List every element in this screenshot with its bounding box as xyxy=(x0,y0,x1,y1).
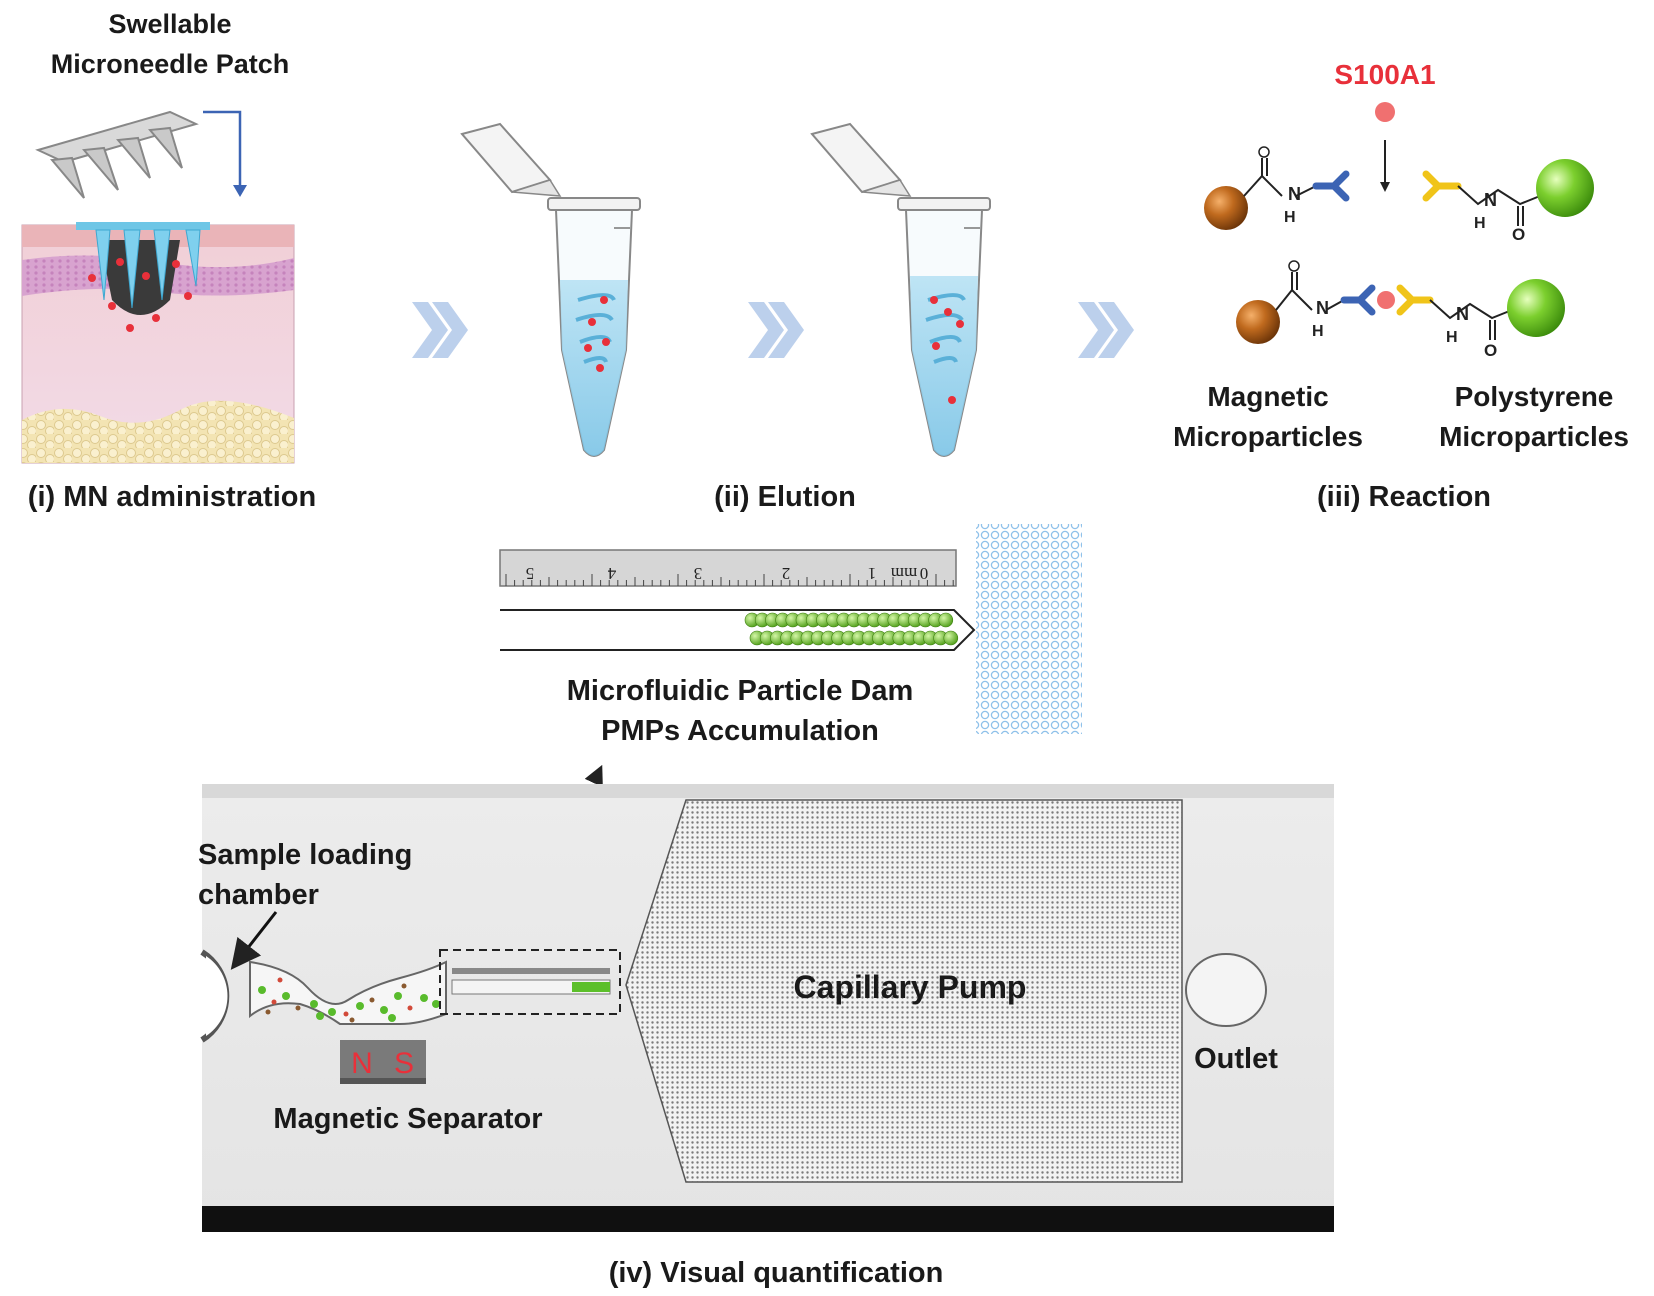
ruler-tick-1: 1 xyxy=(868,564,877,583)
flow-chevron-icon-1 xyxy=(412,302,468,358)
analyte-label: S100A1 xyxy=(1334,59,1435,90)
magnet-n-label: N xyxy=(351,1047,373,1080)
amide-h-label-1: H xyxy=(1284,209,1296,226)
accumulated-pmp-beads xyxy=(744,612,959,646)
ruler-tick-0: 0 xyxy=(920,564,929,583)
separator-label: Magnetic Separator xyxy=(273,1103,542,1135)
amine-n-label-1: N xyxy=(1484,190,1497,210)
magnetic-label-line2: Microparticles xyxy=(1173,421,1363,452)
patch-title-line1: Swellable xyxy=(108,9,231,39)
mixed-beads xyxy=(258,977,440,1023)
analyte-dot-icon xyxy=(1375,102,1395,122)
polystyrene-label-line2: Microparticles xyxy=(1439,421,1629,452)
dam-inset-box xyxy=(439,949,621,1015)
tube-icon-1 xyxy=(460,122,641,457)
step2-panel: (ii) Elution xyxy=(460,122,991,513)
magnet-s-label: S xyxy=(394,1047,414,1080)
amine-h-label-1: H xyxy=(1474,215,1486,232)
outlet-port xyxy=(1185,953,1267,1027)
step2-caption: (ii) Elution xyxy=(714,481,856,513)
microfluidic-chip: N S Capillary Pump Sample loading chambe… xyxy=(198,784,1334,1232)
sandwich-complex-icon xyxy=(1236,260,1565,344)
step3-caption: (iii) Reaction xyxy=(1317,481,1491,513)
step4-caption: (iv) Visual quantification xyxy=(609,1257,944,1289)
step3-panel: S100A1 N H N H O xyxy=(1173,59,1629,513)
tube-icon-2 xyxy=(810,122,991,457)
ruler-tick-3: 3 xyxy=(694,564,703,583)
skin-section-icon xyxy=(21,222,295,464)
sample-pointer-arrow xyxy=(230,911,278,970)
magnetic-conjugate-icon xyxy=(1204,146,1350,230)
dam-mesh xyxy=(976,524,1082,734)
sample-label-line1: Sample loading xyxy=(198,839,412,871)
amine-h-label-2: H xyxy=(1446,329,1458,346)
ruler xyxy=(499,549,957,587)
capillary-pump xyxy=(625,799,1183,1183)
flow-chevron-icon-3 xyxy=(1078,302,1134,358)
ruler-unit: mm xyxy=(891,564,917,583)
polystyrene-conjugate-icon xyxy=(1422,159,1594,226)
apply-arrow-icon xyxy=(203,110,242,188)
chip-base xyxy=(202,1206,1334,1232)
ruler-tick-4: 4 xyxy=(607,564,616,583)
amine-n-label-2: N xyxy=(1456,304,1469,324)
outlet-label: Outlet xyxy=(1194,1043,1278,1075)
amide-n-label-1: N xyxy=(1288,184,1301,204)
step1-caption: (i) MN administration xyxy=(28,481,316,513)
dam-title-line2: PMPs Accumulation xyxy=(601,715,879,747)
ruler-ticks xyxy=(505,574,954,586)
pump-label: Capillary Pump xyxy=(794,969,1027,1005)
step1-panel: Swellable Microneedle Patch xyxy=(21,9,316,513)
amide-n-label-2: N xyxy=(1316,298,1329,318)
sample-label-line2: chamber xyxy=(198,879,319,911)
amide-h-label-2: H xyxy=(1312,323,1324,340)
magnetic-label-line1: Magnetic xyxy=(1207,381,1328,412)
carbonyl-o-label-1: O xyxy=(1512,225,1525,244)
carbonyl-o-label-2: O xyxy=(1484,341,1497,360)
magnet-icon xyxy=(340,1040,426,1084)
dam-inset-beads xyxy=(572,982,610,992)
dam-title-line1: Microfluidic Particle Dam xyxy=(567,675,914,707)
ruler-tick-5: 5 xyxy=(526,564,535,583)
particle-dam-inset: 0 mm 1 2 3 4 5 Microfluidic Particle Dam… xyxy=(499,524,1082,747)
polystyrene-label-line1: Polystyrene xyxy=(1455,381,1614,412)
ruler-tick-2: 2 xyxy=(782,564,791,583)
separator-channel xyxy=(249,960,447,1025)
microneedle-patch-icon xyxy=(35,110,199,199)
flow-chevron-icon-2 xyxy=(748,302,804,358)
patch-title-line2: Microneedle Patch xyxy=(51,49,290,79)
